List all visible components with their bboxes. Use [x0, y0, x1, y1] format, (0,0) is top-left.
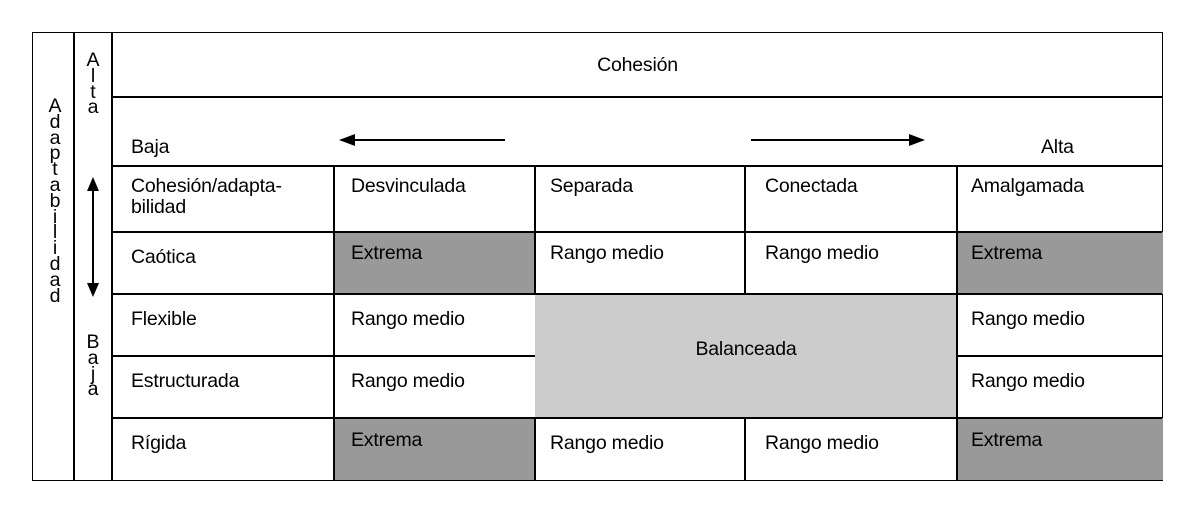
table-cell: Rango medio [765, 432, 879, 454]
adaptabilidad-letter: A [48, 95, 62, 117]
adaptabilidad-letter: l [52, 221, 58, 244]
divider-v-6 [744, 166, 746, 294]
adapt-alta-letter: t [90, 80, 96, 103]
adaptabilidad-letter: d [49, 252, 61, 275]
table-cell: Rango medio [971, 308, 1085, 330]
column-header-corner: Cohesión/adapta- bilidad [131, 175, 282, 218]
adaptabilidad-letter: d [49, 110, 61, 133]
row-label-caotica: Caótica [131, 246, 196, 268]
adaptabilidad-letter: a [49, 173, 61, 196]
arrow-right-icon [751, 134, 925, 146]
adapt-alta-letter: a [87, 96, 99, 119]
divider-h-1 [111, 96, 1162, 98]
table-cell: Extrema [351, 429, 423, 451]
table-cell: Rango medio [351, 308, 465, 330]
table-cell: Rango medio [971, 370, 1085, 392]
table-cell: Extrema [971, 242, 1043, 264]
column-header-amalgamada: Amalgamada [971, 175, 1084, 197]
shade-caotica-desvinculada [334, 232, 535, 294]
table-cell: Rango medio [550, 242, 664, 264]
divider-v-7 [744, 418, 746, 480]
adapt-baja-letter: a [87, 346, 99, 369]
adaptabilidad-letter: i [52, 205, 58, 228]
divider-v-3 [333, 166, 335, 480]
adapt-alta-letter: l [90, 64, 96, 87]
column-header-conectada: Conectada [765, 175, 858, 197]
divider-v-5 [534, 418, 536, 480]
adaptabilidad-letter: d [49, 284, 61, 307]
adapt-baja-letter: a [87, 378, 99, 401]
adaptabilidad-letter: i [52, 237, 58, 260]
divider-v-8 [956, 166, 958, 480]
adaptabilidad-letter: b [49, 189, 61, 212]
divider-h-4 [111, 293, 1162, 295]
table-cell: Rango medio [550, 432, 664, 454]
cohesion-low-label: Baja [131, 136, 170, 158]
divider-v-1 [73, 33, 75, 480]
column-header-separada: Separada [550, 175, 633, 197]
shade-rigida-desvinculada [334, 418, 535, 480]
shade-caotica-amalgamada [957, 232, 1163, 294]
divider-h-3 [111, 231, 1162, 233]
arrow-left-icon [339, 134, 505, 146]
row-label-rigida: Rígida [131, 432, 187, 454]
divider-h-6 [111, 417, 1162, 419]
shade-balanceada [535, 294, 957, 418]
adapt-alta-letter: A [86, 49, 100, 71]
table-cell: Rango medio [765, 242, 879, 264]
adaptabilidad-letter: t [52, 158, 58, 181]
table-cell: Extrema [351, 242, 423, 264]
adaptabilidad-letter: a [49, 268, 61, 291]
divider-h-5b [956, 355, 1162, 357]
adaptabilidad-letter: p [49, 142, 61, 165]
balanceada-cell: Balanceada [695, 338, 797, 360]
adapt-double-arrow-icon [87, 177, 99, 297]
row-label-estructurada: Estructurada [131, 370, 240, 392]
divider-h-2 [111, 165, 1162, 167]
shade-rigida-amalgamada [957, 418, 1163, 480]
divider-h-5a [111, 355, 535, 357]
cohesion-title: Cohesión [597, 54, 678, 76]
table-cell: Rango medio [351, 370, 465, 392]
adapt-baja-letter: B [86, 331, 100, 353]
row-label-flexible: Flexible [131, 308, 197, 330]
column-header-desvinculada: Desvinculada [351, 175, 466, 197]
cohesion-high-label: Alta [1041, 136, 1074, 158]
divider-v-2 [111, 33, 113, 480]
table-cell: Extrema [971, 429, 1043, 451]
divider-v-4 [534, 166, 536, 294]
adaptabilidad-letter: a [49, 126, 61, 149]
adapt-baja-letter: j [90, 362, 96, 385]
